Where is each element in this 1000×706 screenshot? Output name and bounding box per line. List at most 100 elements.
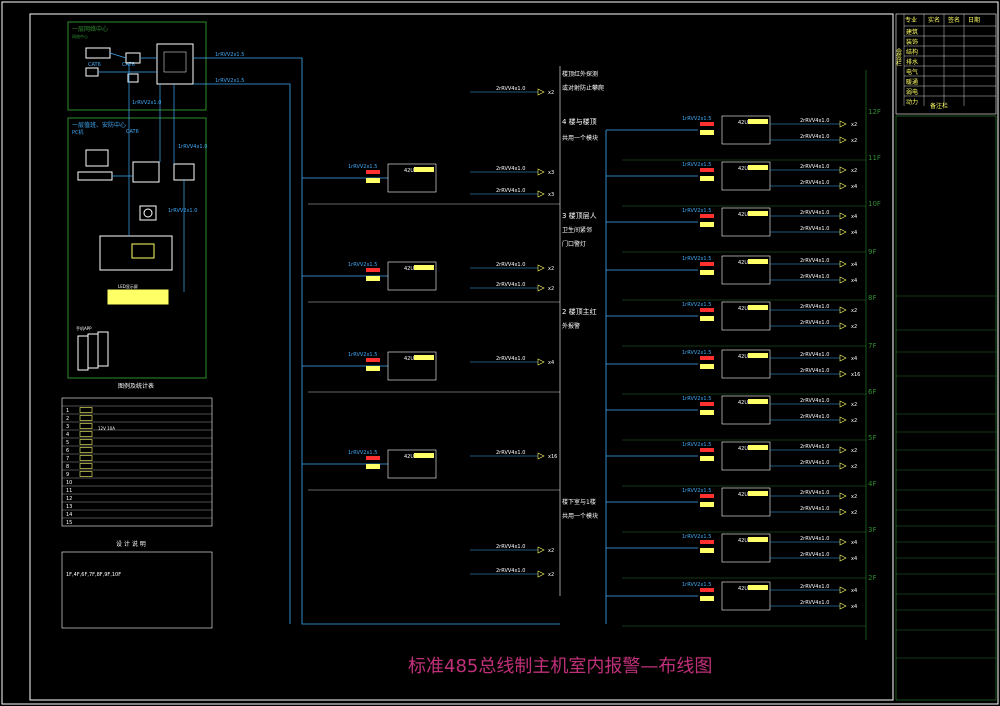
siren-box xyxy=(139,205,157,221)
module-chip xyxy=(748,537,768,542)
detector-multiplier: x2 xyxy=(851,122,857,128)
module-power xyxy=(700,130,714,135)
app-label: 手机APP xyxy=(76,325,92,331)
tb-row-label: 排水 xyxy=(906,58,918,66)
alarm-wire-label: 2rRVV4x1.0 xyxy=(800,210,829,216)
detector-multiplier: x4 xyxy=(851,230,857,236)
legend-row-number: 8 xyxy=(66,464,69,470)
tb-side: 会签栏 xyxy=(895,47,902,67)
alarm-strip xyxy=(366,268,380,272)
alarm-wire-label: 2rRVV4x1.0 xyxy=(800,368,829,374)
legend-row-number: 2 xyxy=(66,416,69,422)
legend-row-number: 13 xyxy=(66,504,72,510)
module-label: 42U xyxy=(738,354,748,360)
module-label: 42U xyxy=(738,260,748,266)
detector-multiplier: x4 xyxy=(851,184,857,190)
detector-multiplier: x2 xyxy=(548,266,554,272)
alarm-wire-label: 2rRVV4x1.0 xyxy=(800,490,829,496)
duty-room-label: 一层值班、安防中心 xyxy=(72,121,126,129)
legend-row-number: 3 xyxy=(66,424,69,430)
alarm-strip xyxy=(700,214,714,218)
duty-room-box xyxy=(67,117,207,379)
detector-icon xyxy=(537,168,545,176)
module-chip xyxy=(748,353,768,358)
module-label: 42U xyxy=(404,168,414,174)
detector-icon xyxy=(839,120,847,128)
alarm-wire-label: 2rRVV4x1.0 xyxy=(800,352,829,358)
legend-symbol xyxy=(79,455,93,461)
tb-h3: 签名 xyxy=(948,16,960,24)
note-4: 4 楼与楼顶 xyxy=(562,117,597,126)
floor-tag: 10F xyxy=(868,200,881,208)
detector-icon xyxy=(839,446,847,454)
display-inner xyxy=(131,243,155,259)
alarm-wire-label: 2rRVV4x1.0 xyxy=(800,506,829,512)
alarm-strip xyxy=(366,358,380,362)
detector-multiplier: x4 xyxy=(851,540,857,546)
detector-icon xyxy=(839,306,847,314)
module-label: 42U xyxy=(738,446,748,452)
zone-module-box xyxy=(721,487,771,517)
floor-tag: 7F xyxy=(868,342,876,350)
module-power xyxy=(366,464,380,469)
detector-multiplier: x4 xyxy=(851,356,857,362)
bus-wire-a: 1rRVV2x1.5 xyxy=(215,52,244,58)
zone-module-box xyxy=(721,161,771,191)
cable-cat6-a: CAT6 xyxy=(88,62,101,68)
notes-line: 1F,4F,6F,7F,8F,9F,10F xyxy=(66,572,121,578)
detector-multiplier: x4 xyxy=(851,214,857,220)
detector-icon xyxy=(839,136,847,144)
alarm-wire-label: 2rRVV4x1.0 xyxy=(496,450,525,456)
detector-icon xyxy=(839,538,847,546)
notes-frame xyxy=(61,551,213,629)
bus-wire-label: 1rRVV2x1.5 xyxy=(682,162,711,168)
alarm-wire-label: 2rRVV4x1.0 xyxy=(800,304,829,310)
module-chip xyxy=(748,399,768,404)
zone-module-box xyxy=(387,261,437,291)
alarm-wire-label: 2rRVV4x1.0 xyxy=(800,226,829,232)
pc-keyboard xyxy=(77,171,113,181)
control-center-sub: 网络中心 xyxy=(72,33,88,39)
design-notes: 设 计 说 明 1F,4F,6F,7F,8F,9F,10F xyxy=(61,540,213,629)
detector-multiplier: x2 xyxy=(851,324,857,330)
detector-multiplier: x2 xyxy=(851,308,857,314)
tb-row-label: 暖通 xyxy=(906,78,918,86)
legend-row-number: 5 xyxy=(66,440,69,446)
alarm-wire-label: 2rRVV4x1.0 xyxy=(800,134,829,140)
drawing-title: 标准485总线制主机室内报警—布线图 xyxy=(408,656,712,677)
detector-multiplier: x2 xyxy=(548,286,554,292)
display-panel xyxy=(99,235,173,271)
detector-multiplier: x2 xyxy=(851,402,857,408)
control-center-box xyxy=(67,21,207,111)
module-power xyxy=(700,364,714,369)
legend-row-number: 12 xyxy=(66,496,72,502)
legend-row-number: 14 xyxy=(66,512,72,518)
alarm-wire-label: 2rRVV4x1.0 xyxy=(800,258,829,264)
detector-icon xyxy=(839,602,847,610)
module-label: 42U xyxy=(404,266,414,272)
wire-c: 1rRVV2x1.0 xyxy=(132,100,161,106)
legend-symbol xyxy=(79,471,93,477)
detector-icon xyxy=(839,212,847,220)
zone-module-box xyxy=(387,163,437,193)
detector-icon xyxy=(839,276,847,284)
detector-multiplier: x2 xyxy=(548,90,554,96)
cat6-label-duty: CAT6 xyxy=(126,129,139,135)
tb-h4: 日期 xyxy=(968,16,980,24)
alarm-wire-label: 2rRVV4x1.0 xyxy=(800,460,829,466)
legend-symbol xyxy=(79,407,93,413)
alarm-wire-label: 2rRVV4x1.0 xyxy=(800,274,829,280)
detector-multiplier: x4 xyxy=(548,360,554,366)
alarm-wire-label: 2rRVV4x1.0 xyxy=(800,164,829,170)
detector-multiplier: x3 xyxy=(548,170,554,176)
detector-icon xyxy=(839,228,847,236)
pc-label: PC机 xyxy=(72,129,84,136)
zone-module-box xyxy=(387,351,437,381)
main-controller-inner xyxy=(163,51,187,73)
detector-icon xyxy=(537,88,545,96)
module-chip xyxy=(748,119,768,124)
main-controller xyxy=(156,43,194,85)
wire-e: 1rRVV2x1.0 xyxy=(168,208,197,214)
alarm-wire-label: 2rRVV4x1.0 xyxy=(496,356,525,362)
